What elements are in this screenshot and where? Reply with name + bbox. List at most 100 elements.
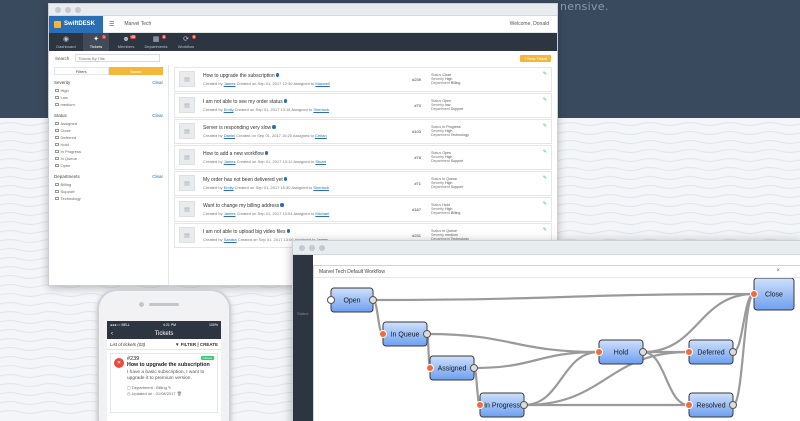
edit-icon[interactable]: ✎ bbox=[542, 149, 547, 155]
filter-option[interactable]: In Progress bbox=[54, 148, 163, 155]
workflow-node-in-progress[interactable]: In Progress bbox=[476, 392, 528, 418]
checkbox[interactable] bbox=[55, 196, 59, 201]
out-port-icon[interactable] bbox=[520, 401, 528, 409]
window-dot-maximize[interactable] bbox=[319, 244, 325, 251]
creator-link[interactable]: James bbox=[223, 80, 236, 86]
creator-link[interactable]: Emily bbox=[223, 106, 234, 112]
clear-filter-link[interactable]: Clear bbox=[152, 174, 163, 179]
start-port-icon[interactable] bbox=[327, 296, 335, 304]
checkbox[interactable] bbox=[55, 142, 59, 147]
filter-create-actions[interactable]: ▼ FILTER | CREATE bbox=[175, 342, 218, 347]
filter-option[interactable]: Billing bbox=[54, 181, 163, 188]
out-port-icon[interactable] bbox=[369, 296, 377, 304]
out-port-icon[interactable] bbox=[729, 348, 737, 356]
checkbox[interactable] bbox=[55, 128, 59, 133]
ticket-title[interactable]: I am not able to see my order status bbox=[203, 99, 403, 105]
edit-icon[interactable]: ✎ bbox=[542, 71, 547, 77]
out-port-icon[interactable] bbox=[470, 364, 478, 372]
tab-filters[interactable]: Filters bbox=[54, 67, 109, 75]
search-input[interactable] bbox=[75, 54, 161, 62]
in-port-icon[interactable] bbox=[379, 330, 387, 338]
clear-filter-link[interactable]: Clear bbox=[152, 113, 163, 118]
edit-icon[interactable]: ✎ bbox=[542, 175, 547, 181]
creator-link[interactable]: Emily bbox=[223, 184, 234, 190]
ticket-card[interactable]: ✕ Closed #239 How to upgrade the subscri… bbox=[110, 353, 218, 413]
checkbox[interactable] bbox=[55, 149, 59, 154]
filter-option[interactable]: Hold bbox=[54, 141, 163, 148]
close-icon[interactable]: × bbox=[776, 268, 780, 274]
filter-option[interactable]: Low bbox=[54, 94, 163, 101]
tab-saved[interactable]: Saved bbox=[108, 67, 163, 75]
back-arrow-icon[interactable]: ‹ bbox=[111, 330, 113, 337]
edit-icon[interactable]: ✎ bbox=[167, 384, 172, 390]
checkbox[interactable] bbox=[55, 102, 59, 107]
info-icon[interactable] bbox=[264, 151, 269, 155]
creator-link[interactable]: Sandra bbox=[223, 236, 237, 242]
out-port-icon[interactable] bbox=[729, 401, 737, 409]
assignee-link[interactable]: Michael bbox=[315, 210, 330, 216]
window-dot-close[interactable] bbox=[55, 6, 61, 13]
creator-link[interactable]: James bbox=[223, 158, 236, 164]
checkbox[interactable] bbox=[55, 156, 59, 161]
in-port-icon[interactable] bbox=[595, 348, 603, 356]
edit-icon[interactable]: ✎ bbox=[542, 123, 547, 129]
in-port-icon[interactable] bbox=[476, 401, 484, 409]
out-port-icon[interactable] bbox=[423, 330, 431, 338]
workflow-node-deferred[interactable]: Deferred bbox=[685, 339, 737, 365]
info-icon[interactable] bbox=[272, 125, 276, 129]
workflow-node-open[interactable]: Open bbox=[327, 287, 377, 313]
info-icon[interactable] bbox=[283, 177, 288, 181]
info-icon[interactable] bbox=[283, 99, 288, 103]
ticket-title[interactable]: How to upgrade the subscription bbox=[203, 73, 403, 79]
edit-icon[interactable]: ✎ bbox=[542, 97, 547, 103]
new-ticket-button[interactable]: + New Ticket bbox=[519, 54, 551, 62]
info-icon[interactable] bbox=[286, 229, 291, 233]
hamburger-menu-icon[interactable]: ☰ bbox=[109, 21, 115, 28]
filter-option[interactable]: Support bbox=[54, 188, 163, 195]
checkbox[interactable] bbox=[55, 95, 59, 100]
filter-option[interactable]: Open bbox=[54, 162, 163, 169]
checkbox[interactable] bbox=[55, 121, 59, 126]
assignee-link[interactable]: Stuart bbox=[315, 158, 327, 164]
window-dot-maximize[interactable] bbox=[75, 6, 81, 13]
checkbox[interactable] bbox=[55, 163, 59, 168]
workflow-node-resolved[interactable]: Resolved bbox=[685, 392, 737, 418]
checkbox[interactable] bbox=[55, 135, 59, 140]
info-icon[interactable] bbox=[275, 73, 280, 77]
window-dot-minimize[interactable] bbox=[65, 6, 71, 13]
window-dot-close[interactable] bbox=[299, 244, 305, 251]
edit-icon[interactable]: ✎ bbox=[542, 201, 547, 207]
filter-option[interactable]: High bbox=[54, 87, 163, 94]
in-port-icon[interactable] bbox=[426, 364, 434, 372]
in-port-icon[interactable] bbox=[685, 401, 693, 409]
info-icon[interactable] bbox=[280, 203, 284, 207]
delete-icon[interactable]: 🗑 bbox=[176, 390, 182, 396]
window-dot-minimize[interactable] bbox=[309, 244, 315, 251]
filter-option[interactable]: Close bbox=[54, 127, 163, 134]
filter-option[interactable]: Technology bbox=[54, 195, 163, 202]
workflow-node-hold[interactable]: Hold bbox=[595, 339, 647, 365]
filter-option[interactable]: Assigned bbox=[54, 120, 163, 127]
welcome-user[interactable]: Welcome, Donald bbox=[509, 21, 549, 27]
assignee-link[interactable]: Sherlock bbox=[313, 184, 329, 190]
ticket-title[interactable]: Want to change my billing address bbox=[203, 203, 403, 209]
in-port-icon[interactable] bbox=[750, 290, 758, 298]
in-port-icon[interactable] bbox=[685, 348, 693, 356]
out-port-icon[interactable] bbox=[639, 348, 647, 356]
nav-dashboard[interactable]: ◉Dashboard bbox=[53, 33, 79, 51]
assignee-link[interactable]: James bbox=[317, 237, 329, 242]
creator-link[interactable]: Daniel bbox=[223, 132, 236, 138]
ticket-title[interactable]: Server is responding very slow bbox=[203, 125, 403, 131]
assignee-link[interactable]: Maxwell bbox=[315, 80, 330, 86]
workflow-node-close[interactable]: Close bbox=[750, 278, 795, 311]
ticket-title[interactable]: How to add a new workflow bbox=[203, 151, 403, 157]
